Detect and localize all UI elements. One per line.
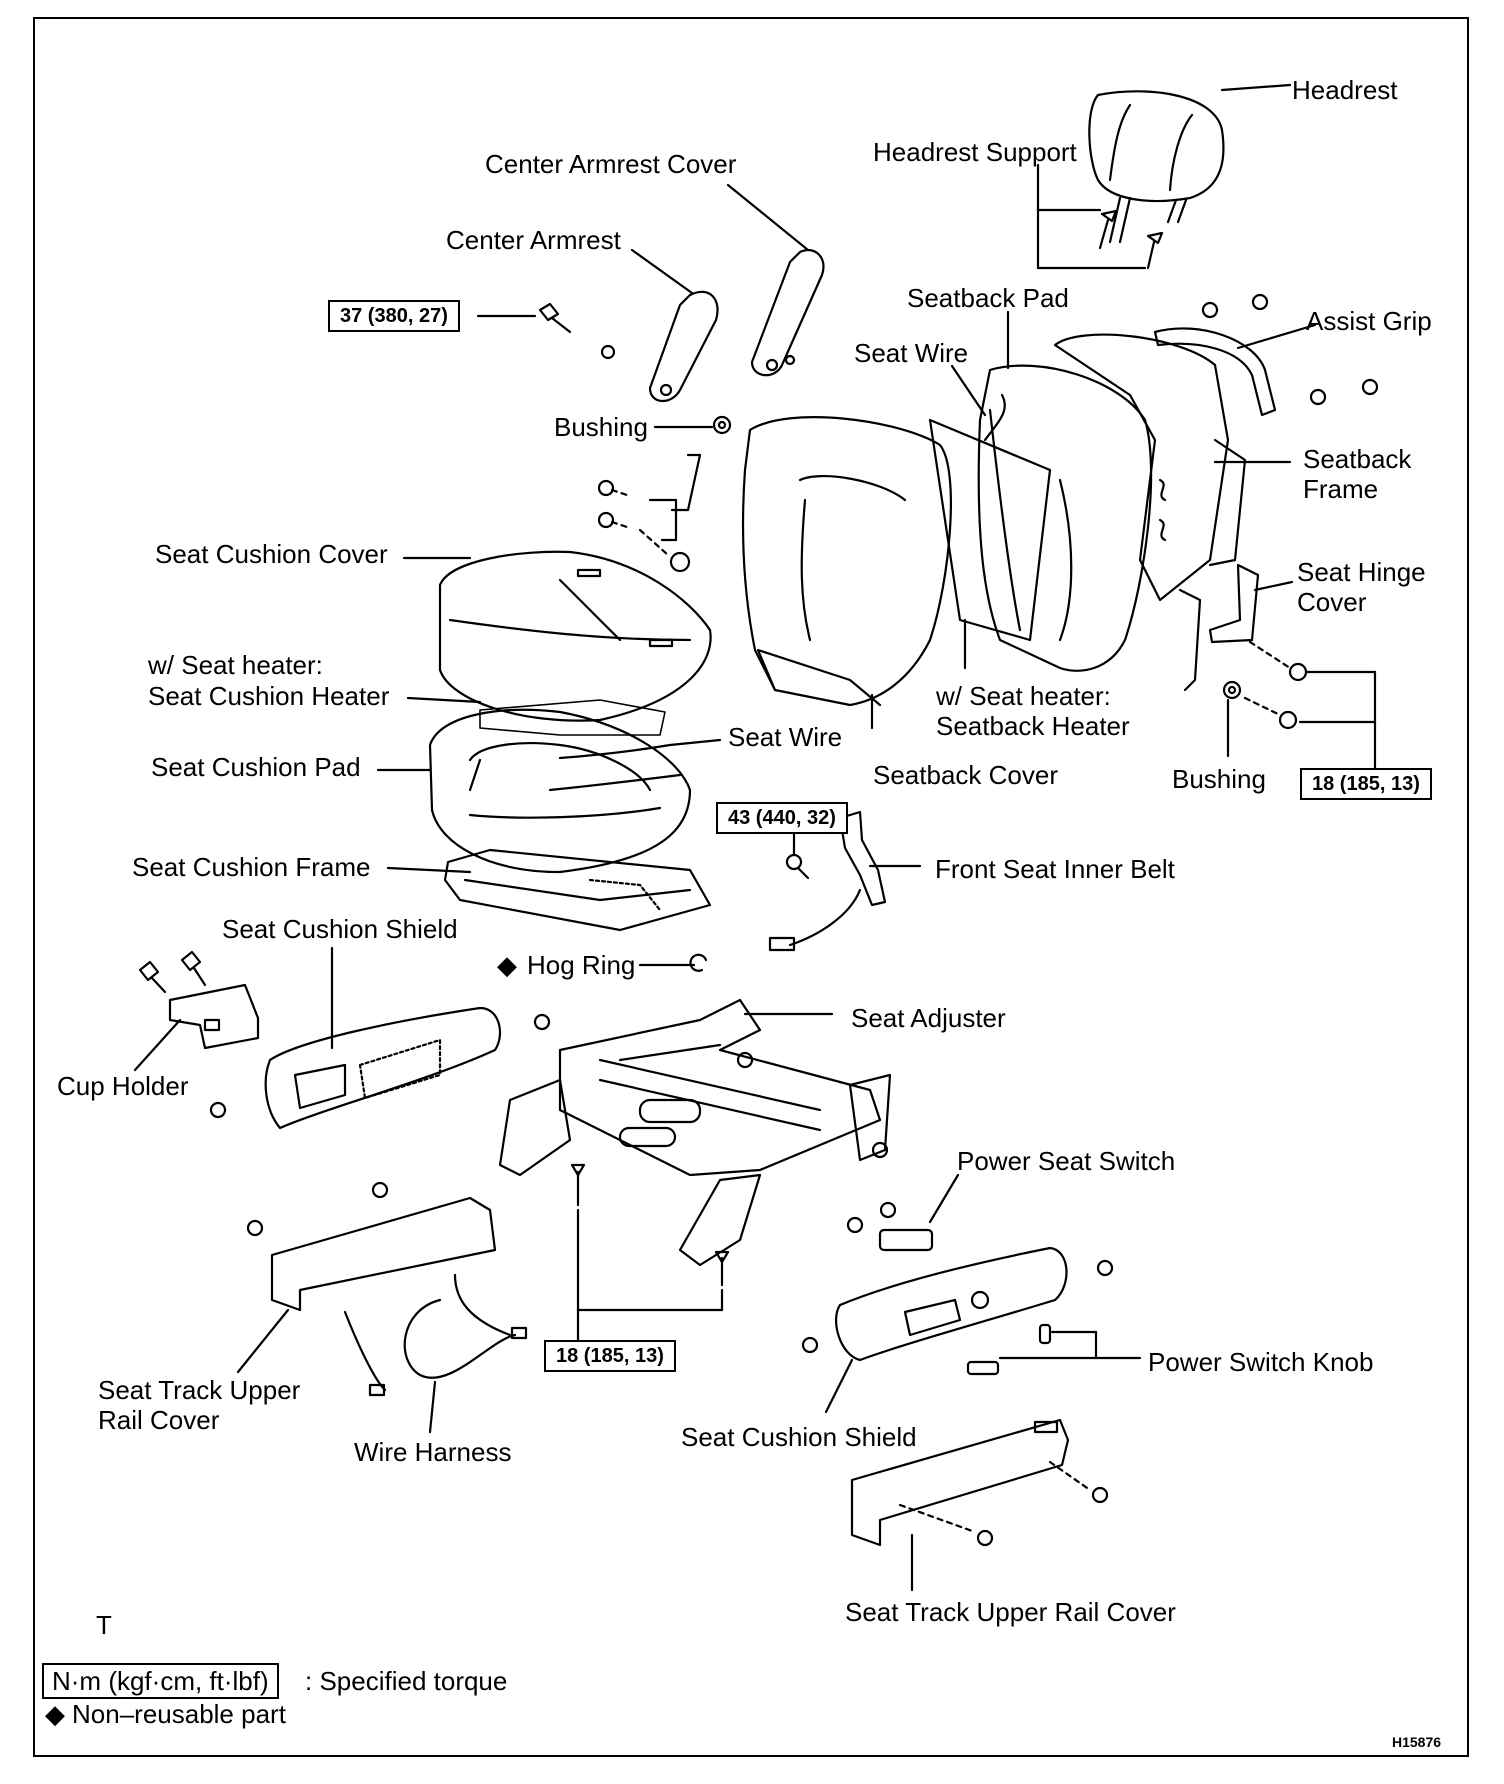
seatback-pad-part bbox=[977, 310, 1153, 672]
seatback-frame-part bbox=[1053, 333, 1292, 692]
label-seatback-frame-1: Seatback bbox=[1303, 444, 1412, 474]
label-seat-cushion-shield-bottom: Seat Cushion Shield bbox=[681, 1422, 917, 1452]
label-seatback-pad: Seatback Pad bbox=[907, 283, 1069, 313]
torque-box-18-right: 18 (185, 13) bbox=[1300, 768, 1432, 800]
label-seat-wire-top: Seat Wire bbox=[854, 338, 969, 368]
label-seat-cushion-heater: Seat Cushion Heater bbox=[148, 681, 390, 711]
label-power-switch-knob: Power Switch Knob bbox=[1148, 1347, 1374, 1377]
seat-wire-top-part bbox=[950, 364, 1006, 442]
label-assist-grip: Assist Grip bbox=[1306, 306, 1432, 336]
seatback-cover-part bbox=[741, 416, 952, 730]
label-seat-cushion-cover: Seat Cushion Cover bbox=[155, 539, 388, 569]
label-headrest: Headrest bbox=[1292, 75, 1398, 105]
label-headrest-support: Headrest Support bbox=[873, 137, 1077, 167]
headrest-part bbox=[1088, 83, 1292, 244]
seat-cushion-heater-part bbox=[406, 696, 666, 736]
label-seatback-heater: Seatback Heater bbox=[936, 711, 1130, 741]
label-seat-heater-2: w/ Seat heater: bbox=[936, 681, 1111, 711]
label-center-armrest: Center Armrest bbox=[446, 225, 621, 255]
torque-box-43: 43 (440, 32) bbox=[716, 802, 848, 834]
label-bushing-top: Bushing bbox=[554, 412, 648, 442]
center-armrest-cover-part bbox=[726, 183, 825, 377]
wire-harness-part bbox=[343, 1273, 528, 1434]
label-seat-hinge-cover-2: Cover bbox=[1297, 587, 1367, 617]
legend-nonreusable-text: Non–reusable part bbox=[72, 1699, 286, 1729]
figure-id: H15876 bbox=[1392, 1734, 1442, 1750]
label-front-seat-inner-belt: Front Seat Inner Belt bbox=[935, 854, 1175, 884]
power-switch-knob-part bbox=[966, 1323, 1142, 1376]
torque-box-37: 37 (380, 27) bbox=[328, 300, 460, 332]
headrest-support-part bbox=[1036, 163, 1164, 270]
armrest-bracket-part bbox=[597, 453, 702, 573]
label-seatback-frame-2: Frame bbox=[1303, 474, 1379, 504]
seatback-heater-part bbox=[928, 418, 1052, 670]
label-seat-wire-mid: Seat Wire bbox=[728, 722, 843, 752]
legend-unit-text: : Specified torque bbox=[305, 1666, 508, 1696]
label-seat-cushion-shield-top: Seat Cushion Shield bbox=[222, 914, 458, 944]
power-seat-switch-part bbox=[846, 1173, 960, 1252]
label-seat-cushion-pad: Seat Cushion Pad bbox=[151, 752, 361, 782]
hog-ring-part bbox=[638, 953, 708, 972]
torque-box-18-bottom: 18 (185, 13) bbox=[544, 1340, 676, 1372]
bolt-37 bbox=[476, 302, 616, 360]
label-bushing-right: Bushing bbox=[1172, 764, 1266, 794]
label-seat-adjuster: Seat Adjuster bbox=[851, 1003, 1006, 1033]
seat-cushion-cover-part bbox=[402, 550, 712, 722]
label-seatback-cover: Seatback Cover bbox=[873, 760, 1058, 790]
center-armrest-part bbox=[630, 248, 719, 403]
cup-holder-part bbox=[133, 950, 260, 1072]
seat-hinge-cover-part bbox=[1208, 563, 1377, 770]
seat-cushion-shield-left-part bbox=[209, 946, 551, 1130]
legend-torque-marker: T bbox=[96, 1610, 112, 1640]
seat-cushion-frame-part bbox=[386, 848, 712, 932]
seat-track-upper-rail-cover-right-part bbox=[850, 1418, 1109, 1592]
bolts-18-bottom bbox=[570, 1163, 730, 1342]
label-seat-heater-1: w/ Seat heater: bbox=[148, 650, 323, 680]
seat-cushion-pad-part bbox=[376, 708, 692, 874]
legend-unit-box: N·m (kgf·cm, ft·lbf) bbox=[42, 1663, 279, 1699]
label-cup-holder: Cup Holder bbox=[57, 1071, 189, 1101]
label-seat-track-upper-rail-cover-left-2: Rail Cover bbox=[98, 1405, 220, 1435]
diagram-frame bbox=[33, 17, 1469, 1757]
label-seat-track-upper-rail-cover-right: Seat Track Upper Rail Cover bbox=[845, 1597, 1176, 1627]
label-hog-ring-mark: ◆ bbox=[497, 950, 517, 980]
bushing-top-part bbox=[653, 415, 732, 435]
front-seat-inner-belt-part bbox=[768, 810, 922, 952]
seat-wire-mid-part bbox=[548, 738, 722, 792]
legend-nonreusable-mark: ◆ bbox=[45, 1699, 65, 1729]
seat-track-upper-rail-cover-left-part bbox=[236, 1181, 497, 1374]
seat-adjuster-part bbox=[498, 998, 892, 1267]
label-seat-track-upper-rail-cover-left-1: Seat Track Upper bbox=[98, 1375, 301, 1405]
assist-grip-part bbox=[1153, 293, 1379, 417]
label-seat-cushion-frame: Seat Cushion Frame bbox=[132, 852, 371, 882]
label-hog-ring: Hog Ring bbox=[527, 950, 636, 980]
label-power-seat-switch: Power Seat Switch bbox=[957, 1146, 1176, 1176]
label-wire-harness: Wire Harness bbox=[354, 1437, 512, 1467]
label-center-armrest-cover: Center Armrest Cover bbox=[485, 149, 737, 179]
label-seat-hinge-cover-1: Seat Hinge bbox=[1297, 557, 1426, 587]
seat-cushion-shield-right-part bbox=[801, 1246, 1114, 1414]
